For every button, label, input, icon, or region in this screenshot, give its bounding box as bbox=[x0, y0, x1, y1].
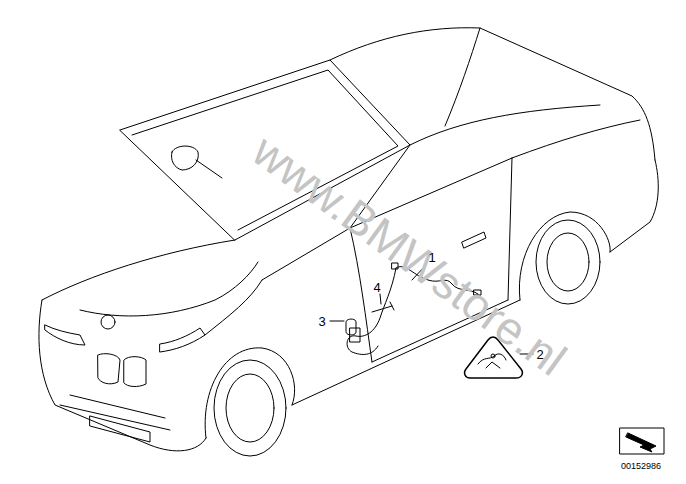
part-number: 00152986 bbox=[621, 462, 661, 471]
callout-number: 3 bbox=[318, 315, 325, 328]
callout-number: 2 bbox=[536, 348, 543, 361]
callout-number: 4 bbox=[373, 281, 380, 294]
callout-number: 1 bbox=[428, 251, 435, 264]
